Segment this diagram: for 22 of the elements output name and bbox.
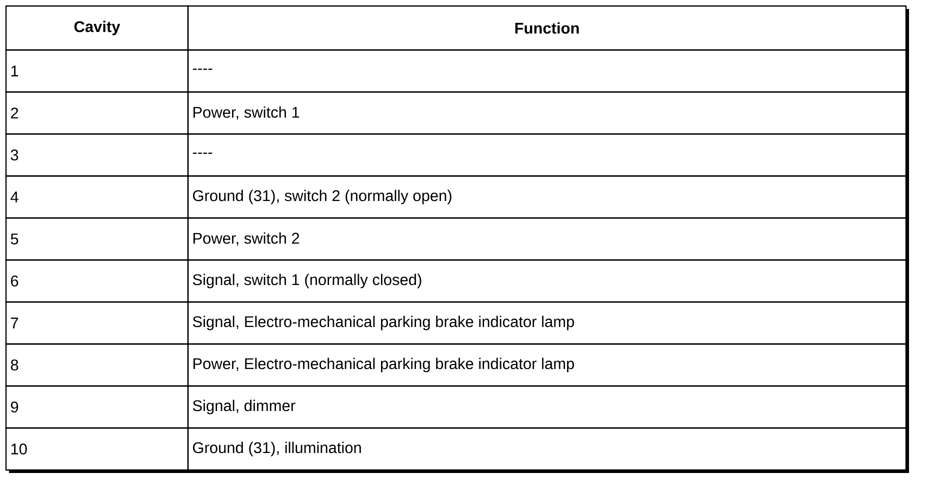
table-cell: Power, Electro-mechanical parking brake indicator lamp <box>187 343 907 387</box>
table-cell: 8 <box>5 343 189 387</box>
table-cell: 10 <box>5 427 189 471</box>
table-cell: Ground (31), illumination <box>187 427 907 471</box>
table-cell: Signal, dimmer <box>187 385 907 429</box>
table-cell: 9 <box>5 385 189 429</box>
table-cell: 3 <box>5 133 189 177</box>
table-cell: 5 <box>5 217 189 261</box>
table-header-cell: Function <box>187 5 907 51</box>
table-cell: 2 <box>5 91 189 135</box>
table-cell: Ground (31), switch 2 (normally open) <box>187 175 907 219</box>
table-cell: Power, switch 1 <box>187 91 907 135</box>
table-header-cell: Cavity <box>5 5 189 51</box>
table-cell: 1 <box>5 49 189 93</box>
table-cell: 6 <box>5 259 189 303</box>
table-cell: 4 <box>5 175 189 219</box>
table-cell: Power, switch 2 <box>187 217 907 261</box>
table-cell: ---- <box>187 49 907 93</box>
table-cell: 7 <box>5 301 189 345</box>
table-cell: Signal, switch 1 (normally closed) <box>187 259 907 303</box>
table-cell: Signal, Electro-mechanical parking brake indicator lamp <box>187 301 907 345</box>
table-cell: ---- <box>187 133 907 177</box>
